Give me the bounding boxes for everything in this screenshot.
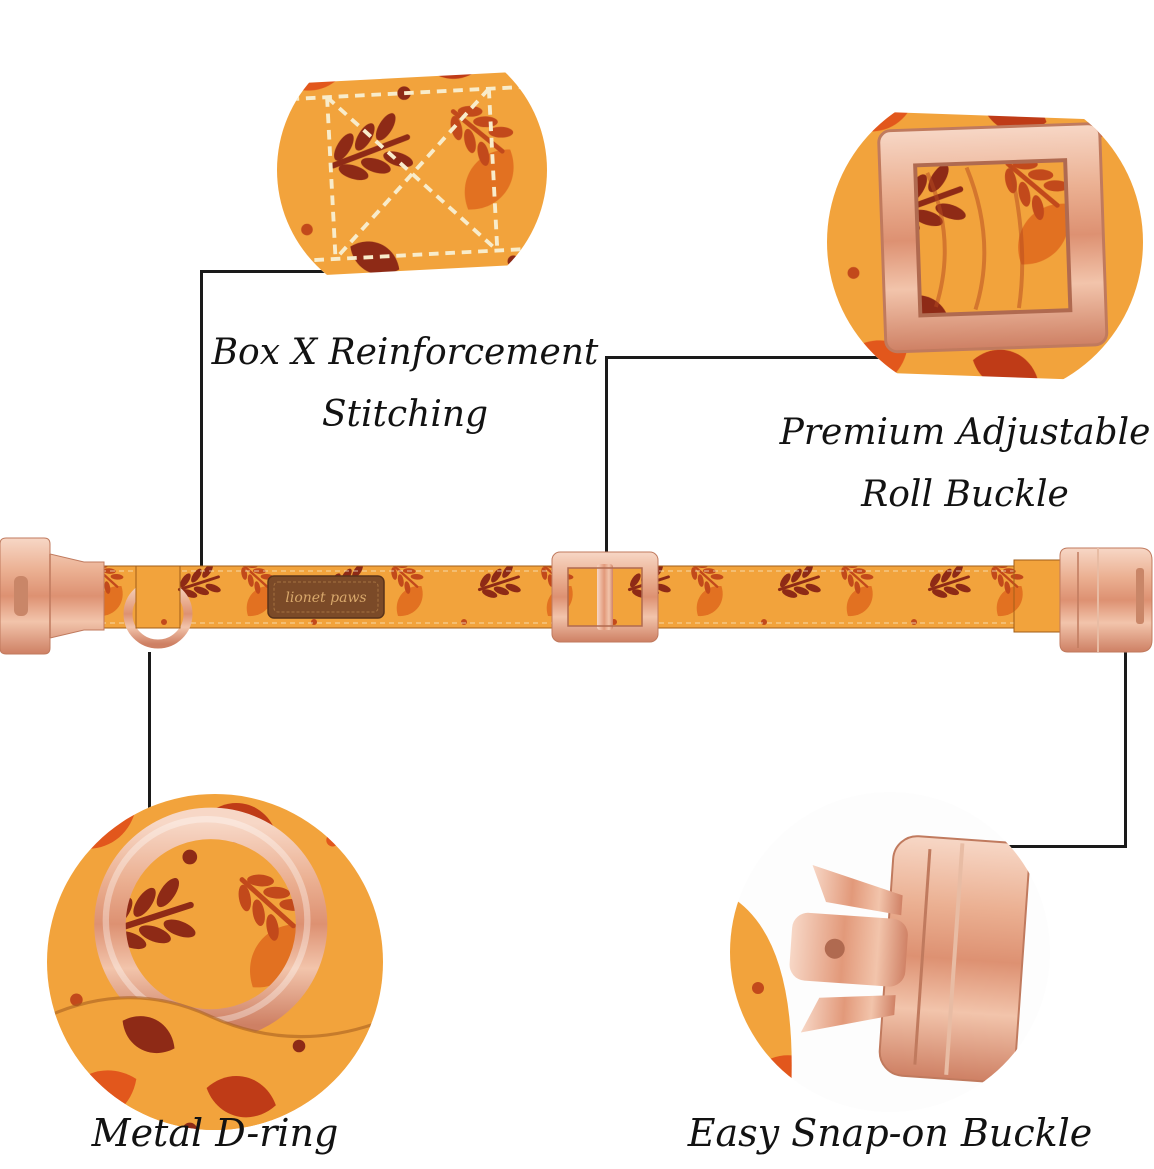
callout-line-stitching-vertical <box>200 270 203 570</box>
roll-buckle-caption-line1: Premium Adjustable <box>779 412 1151 453</box>
collar-female-buckle <box>0 537 105 655</box>
roll-buckle-caption-line2: Roll Buckle <box>861 474 1069 515</box>
box-x-stitching <box>277 83 547 264</box>
callout-line-snap-buckle-horizontal <box>1006 845 1127 848</box>
stitching-caption-line1: Box X Reinforcement <box>211 332 599 373</box>
collar-brand-tag: lionet paws <box>267 575 385 619</box>
roll-buckle-closeup-photo <box>827 84 1143 400</box>
collar-male-buckle <box>1013 547 1153 653</box>
collar-illustration: lionet paws <box>0 537 1153 655</box>
snap-buckle-metal <box>789 835 1030 1083</box>
callout-line-stitching-horizontal <box>200 270 330 273</box>
snap-buckle-caption-line1: Easy Snap-on Buckle <box>687 1111 1093 1155</box>
roll-buckle-caption: Premium Adjustable Roll Buckle <box>775 402 1154 526</box>
stitching-closeup-illustration <box>277 35 547 305</box>
d-ring-caption-line1: Metal D-ring <box>91 1111 339 1155</box>
roll-buckle-closeup-illustration <box>827 84 1143 400</box>
stitching-caption: Box X Reinforcement Stitching <box>205 322 605 446</box>
callout-line-snap-buckle-vertical <box>1124 650 1127 848</box>
collar-roll-buckle <box>551 551 659 643</box>
snap-buckle-closeup-photo <box>730 792 1050 1112</box>
snap-buckle-closeup-illustration <box>730 792 1050 1112</box>
collar-d-ring <box>123 565 193 649</box>
stitching-closeup-photo <box>277 35 547 305</box>
snap-buckle-caption: Easy Snap-on Buckle <box>680 1110 1100 1156</box>
callout-line-d-ring-vertical <box>148 652 151 810</box>
callout-line-roll-buckle-horizontal <box>605 356 883 359</box>
stitching-caption-line2: Stitching <box>321 394 489 435</box>
d-ring-closeup-illustration <box>47 794 383 1130</box>
callout-line-roll-buckle-vertical <box>605 356 608 570</box>
brand-tag-text: lionet paws <box>285 590 366 606</box>
d-ring-caption: Metal D-ring <box>85 1110 345 1156</box>
d-ring-closeup-photo <box>47 794 383 1130</box>
collar-photo: lionet paws <box>0 524 1154 664</box>
roll-buckle-frame <box>877 122 1109 354</box>
